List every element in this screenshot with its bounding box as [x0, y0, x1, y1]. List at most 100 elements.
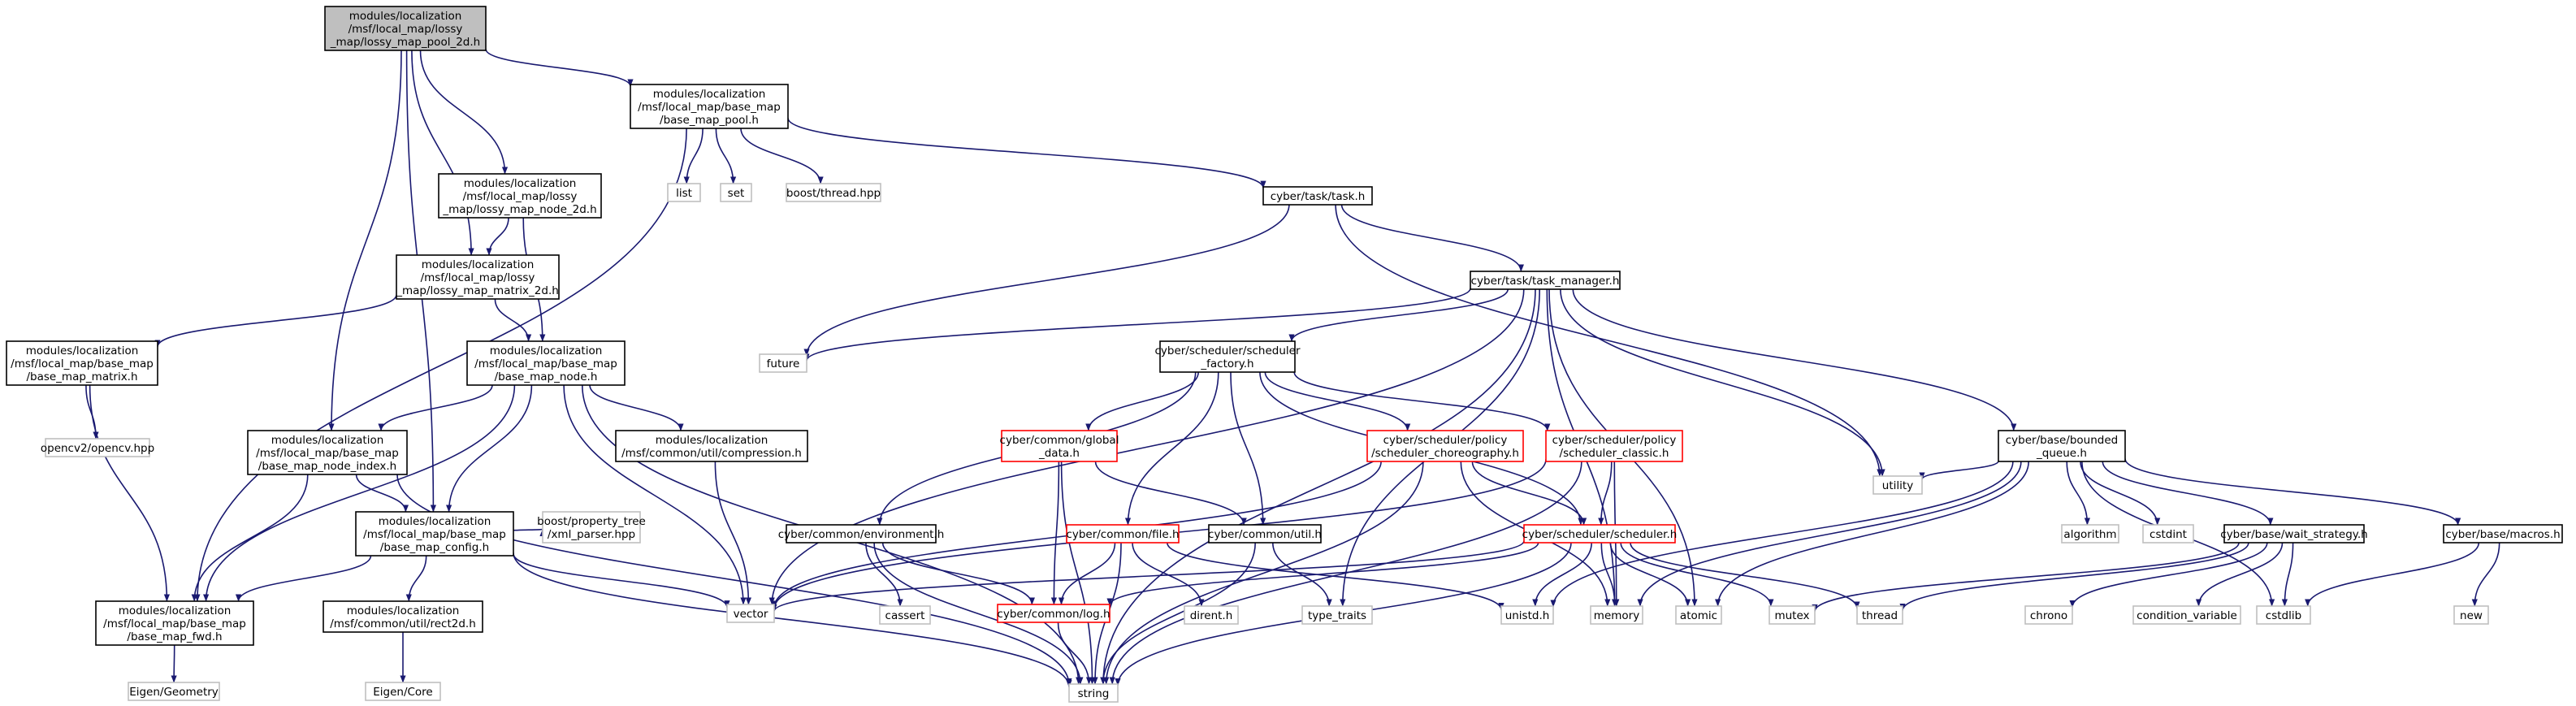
node-eigengeo: Eigen/Geometry [128, 682, 220, 701]
node-cassert: cassert [879, 605, 931, 625]
node-label: cyber/base/bounded [2006, 434, 2119, 447]
node-env[interactable]: cyber/common/environment.h [778, 524, 945, 544]
node-waitstrat[interactable]: cyber/base/wait_strategy.h [2220, 524, 2368, 544]
edge-scheduler-to-memory [1600, 542, 1618, 607]
node-globaldata[interactable]: cyber/common/global_data.h [1000, 430, 1119, 462]
node-label: dirent.h [1190, 609, 1233, 622]
edge-waitstrat-to-chrono [2069, 542, 2268, 608]
node-label: modules/localization [464, 177, 577, 190]
node-vector: vector [726, 604, 775, 623]
node-label: atomic [1680, 609, 1717, 622]
node-label: utility [1882, 479, 1913, 492]
node-label: cassert [885, 609, 925, 622]
edge-compression-to-vector [714, 461, 751, 605]
node-label: modules/localization [490, 344, 603, 357]
edge-bmconfig-to-boostpt [513, 528, 546, 537]
node-rect2d[interactable]: modules/localization/msf/common/util/rec… [323, 600, 483, 633]
node-label: /msf/local_map/base_map [103, 617, 246, 630]
node-box [355, 511, 514, 557]
node-layer: modules/localization/msf/local_map/lossy… [6, 6, 2563, 703]
node-box [1366, 430, 1524, 462]
node-label: cyber/base/macros.h [2445, 528, 2560, 541]
node-label: cyber/scheduler/policy [1552, 434, 1677, 447]
node-box [879, 605, 931, 625]
node-label: new [2460, 609, 2483, 622]
node-macros[interactable]: cyber/base/macros.h [2443, 524, 2563, 544]
edge-schedfactory-to-classic [1293, 371, 1551, 431]
node-label: future [767, 357, 800, 370]
node-label: cyber/common/file.h [1066, 528, 1179, 541]
node-label: boost/thread.hpp [786, 187, 881, 200]
node-label: /msf/common/util/compression.h [621, 447, 802, 460]
node-bmmatrix[interactable]: modules/localization/msf/local_map/base_… [6, 340, 158, 386]
node-root[interactable]: modules/localization/msf/local_map/lossy… [324, 6, 487, 51]
edge-env-to-cassert [865, 542, 903, 607]
edge-globaldata-to-string [1060, 461, 1096, 685]
node-bmpool[interactable]: modules/localization/msf/local_map/base_… [630, 84, 789, 129]
node-label: modules/localization [379, 515, 491, 528]
node-dirent: dirent.h [1184, 605, 1239, 625]
node-compression[interactable]: modules/localization/msf/common/util/com… [615, 430, 808, 462]
node-label: /base_map_pool.h [660, 114, 759, 127]
node-lmnode[interactable]: modules/localization/msf/local_map/lossy… [438, 173, 602, 219]
edge-taskmgr-to-string [1100, 288, 1536, 685]
node-box [667, 183, 701, 202]
node-label: algorithm [2063, 528, 2116, 541]
node-box [2453, 605, 2489, 625]
node-boundedq[interactable]: cyber/base/bounded_queue.h [1998, 430, 2126, 462]
node-box [323, 600, 483, 633]
node-taskmgr[interactable]: cyber/task/task_manager.h [1470, 271, 1621, 290]
edge-globaldata-to-log [1050, 461, 1060, 605]
node-file[interactable]: cyber/common/file.h [1066, 524, 1180, 544]
edge-bmpool-to-task [787, 117, 1266, 188]
edge-waitstrat-to-thread [1899, 542, 2249, 611]
node-box [630, 84, 789, 129]
node-label: cyber/common/environment.h [778, 528, 945, 541]
node-box [1470, 271, 1621, 290]
node-box [1001, 430, 1118, 462]
node-label: unistd.h [1505, 609, 1550, 622]
edge-taskmgr-to-future [803, 288, 1471, 362]
node-bmnodeidx[interactable]: modules/localization/msf/local_map/base_… [247, 430, 408, 475]
node-bmfwd[interactable]: modules/localization/msf/local_map/base_… [95, 600, 254, 646]
edge-bmnode-to-bmnodeidx [378, 384, 493, 431]
node-box [997, 604, 1110, 623]
node-label: cstdint [2150, 528, 2187, 541]
node-utility: utility [1872, 475, 1923, 495]
node-label: cyber/common/global [1000, 434, 1119, 447]
node-chrono: chrono [2024, 605, 2073, 625]
node-box [2024, 605, 2073, 625]
edge-bmpool-to-bmfwd [194, 128, 687, 602]
node-bmconfig[interactable]: modules/localization/msf/local_map/base_… [355, 511, 514, 557]
node-box [396, 254, 560, 300]
node-bmnode[interactable]: modules/localization/msf/local_map/base_… [466, 340, 626, 386]
node-log[interactable]: cyber/common/log.h [997, 604, 1110, 623]
node-box [2132, 605, 2241, 625]
node-classic[interactable]: cyber/scheduler/policy/scheduler_classic… [1545, 430, 1683, 462]
node-schedfactory[interactable]: cyber/scheduler/scheduler_factory.h [1154, 340, 1301, 373]
edge-boundedq-to-macros [2124, 458, 2461, 526]
node-task[interactable]: cyber/task/task.h [1262, 186, 1373, 206]
node-util[interactable]: cyber/common/util.h [1208, 524, 1322, 544]
node-label: cyber/task/task.h [1271, 190, 1366, 203]
edge-scheduler-to-thread [1630, 542, 1860, 609]
node-scheduler[interactable]: cyber/scheduler/scheduler.h [1522, 524, 1678, 544]
node-eigencore: Eigen/Core [365, 682, 441, 701]
node-label: /msf/local_map/base_map [256, 447, 399, 460]
node-label: mutex [1774, 609, 1809, 622]
edge-bmconfig-to-rect2d [405, 555, 427, 602]
edge-scheduler-to-mutex [1620, 542, 1774, 607]
node-label: /msf/common/util/rect2d.h [330, 617, 476, 630]
node-label: cstdlib [2266, 609, 2301, 622]
node-box [466, 340, 626, 386]
edge-layer [85, 49, 2500, 688]
edge-taskmgr-to-boundedq [1572, 288, 2017, 431]
node-label: /base_map_node.h [495, 370, 598, 383]
node-choreo[interactable]: cyber/scheduler/policy/scheduler_choreog… [1366, 430, 1524, 462]
node-lmmatrix[interactable]: modules/localization/msf/local_map/lossy… [396, 254, 560, 300]
node-box [1769, 605, 1816, 625]
edge-waitstrat-to-cstdlib [2281, 542, 2294, 607]
edge-env-to-log [881, 542, 1035, 605]
edge-macros-to-new [2471, 542, 2500, 607]
node-cstdint: cstdint [2142, 524, 2194, 544]
